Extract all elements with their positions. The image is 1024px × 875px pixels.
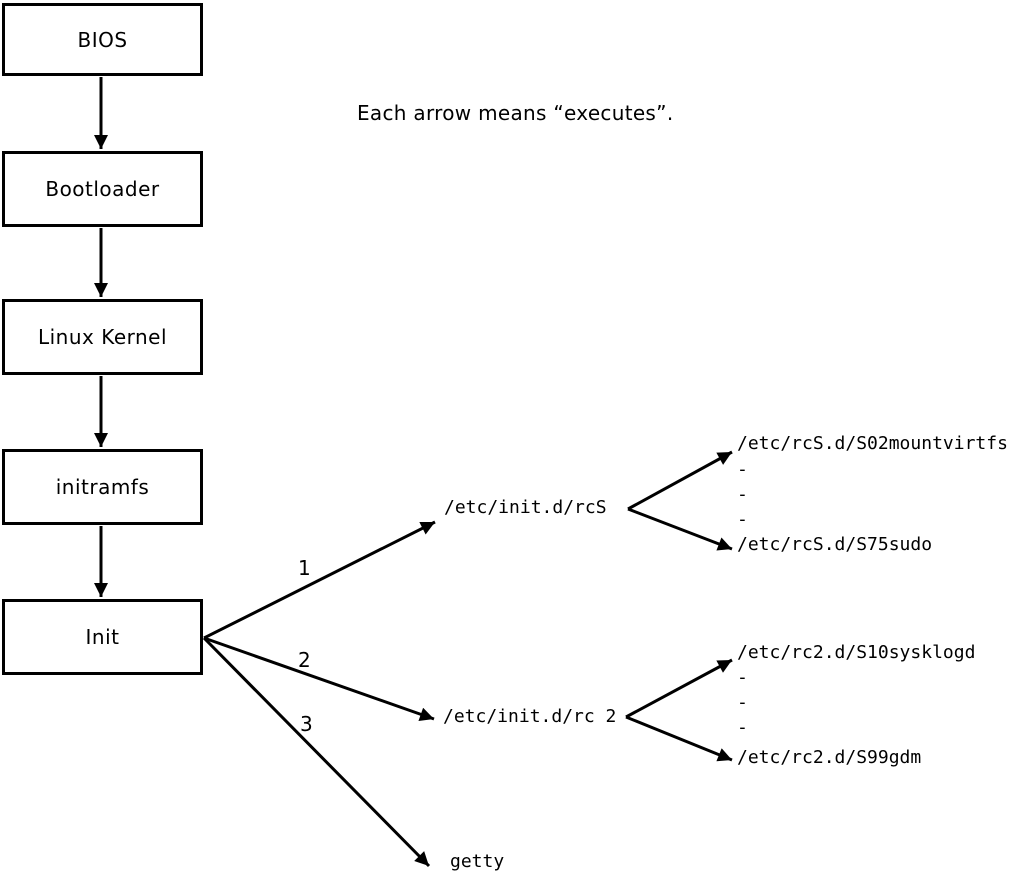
box-initramfs: initramfs bbox=[2, 449, 203, 525]
caption: Each arrow means “executes”. bbox=[357, 101, 674, 125]
node-getty: getty bbox=[450, 851, 505, 872]
box-bootloader-label: Bootloader bbox=[45, 177, 160, 201]
node-rcs-path: /etc/init.d/rcS bbox=[444, 497, 607, 518]
leaf-rcs-ellipsis-dash: - bbox=[737, 509, 748, 530]
arrow-rc2-to-last-script bbox=[625, 715, 733, 762]
box-bootloader: Bootloader bbox=[2, 151, 203, 227]
leaf-rc2-ellipsis-dash: - bbox=[737, 717, 748, 738]
arrow-init-to-rc2 bbox=[203, 636, 435, 721]
node-rc2-path: /etc/init.d/rc 2 bbox=[443, 706, 617, 727]
box-linux-kernel: Linux Kernel bbox=[2, 299, 203, 375]
leaf-rc2-ellipsis-dash: - bbox=[737, 692, 748, 713]
leaf-rc2-ellipsis-dash: - bbox=[737, 667, 748, 688]
branch-label-2: 2 bbox=[298, 648, 311, 672]
leaf-rcs-ellipsis-dash: - bbox=[737, 459, 748, 480]
leaf-rcs-ellipsis-dash: - bbox=[737, 484, 748, 505]
box-linux-kernel-label: Linux Kernel bbox=[37, 325, 168, 349]
leaf-rc2-last-script: /etc/rc2.d/S99gdm bbox=[737, 747, 922, 768]
box-init: Init bbox=[2, 599, 203, 675]
box-bios-label: BIOS bbox=[77, 27, 128, 52]
branch-label-1: 1 bbox=[298, 556, 311, 580]
leaf-rcs-first-script: /etc/rcS.d/S02mountvirtfs bbox=[737, 433, 1008, 454]
arrow-rcs-to-last-script bbox=[627, 507, 733, 551]
arrow-init-to-rcs bbox=[203, 520, 436, 640]
box-bios: BIOS bbox=[2, 3, 203, 76]
arrow-init-to-getty bbox=[202, 636, 431, 868]
leaf-rcs-last-script: /etc/rcS.d/S75sudo bbox=[737, 534, 933, 555]
branch-label-3: 3 bbox=[300, 712, 313, 736]
box-initramfs-label: initramfs bbox=[55, 475, 150, 499]
leaf-rc2-first-script: /etc/rc2.d/S10sysklogd bbox=[737, 642, 976, 663]
arrow-rc2-to-first-script bbox=[625, 658, 733, 719]
arrow-rcs-to-first-script bbox=[627, 450, 733, 511]
box-init-label: Init bbox=[85, 625, 120, 649]
